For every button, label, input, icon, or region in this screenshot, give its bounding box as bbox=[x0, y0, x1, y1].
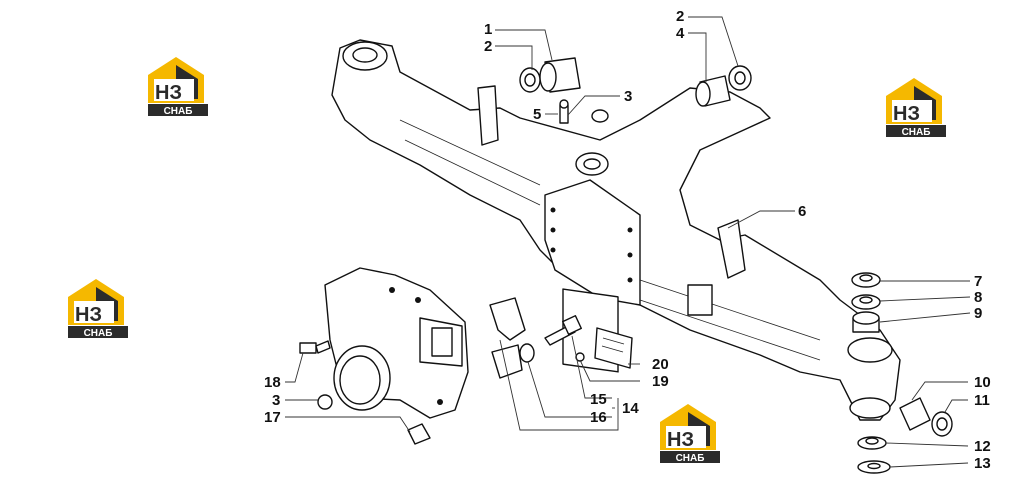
watermark-logo-text: НЗ bbox=[667, 429, 694, 451]
callout-3: 3 bbox=[624, 88, 632, 105]
callout-15: 15 bbox=[590, 391, 607, 408]
grease-fitting bbox=[559, 99, 569, 124]
bolt bbox=[544, 314, 583, 346]
callout-18: 18 bbox=[264, 374, 281, 391]
callout-2: 2 bbox=[484, 38, 492, 55]
watermark-logo: НЗ СНАБ bbox=[148, 57, 208, 117]
bracket-clamp bbox=[489, 297, 535, 379]
bushing bbox=[695, 65, 752, 107]
callout-19: 19 bbox=[652, 373, 669, 390]
watermark-logo: НЗ СНАБ bbox=[660, 404, 720, 464]
callout-8: 8 bbox=[974, 289, 982, 306]
watermark-logo: НЗ СНАБ bbox=[68, 279, 128, 339]
watermark-logo-text: НЗ bbox=[155, 82, 182, 104]
set-screw bbox=[591, 109, 609, 123]
watermark-caption: СНАБ bbox=[164, 106, 193, 117]
callout-5: 5 bbox=[533, 106, 541, 123]
axle-beam bbox=[331, 39, 901, 421]
callout-16: 16 bbox=[590, 409, 607, 426]
callout-12: 12 bbox=[974, 438, 991, 455]
callout-20: 20 bbox=[652, 356, 669, 373]
watermark-logo-text: НЗ bbox=[75, 304, 102, 326]
callout-6: 6 bbox=[798, 203, 806, 220]
bolt-small bbox=[299, 340, 331, 354]
watermark-caption: СНАБ bbox=[676, 453, 705, 464]
leader-lines bbox=[285, 16, 971, 468]
set-screw bbox=[317, 394, 333, 410]
pin bbox=[407, 423, 431, 445]
callout-11: 11 bbox=[974, 392, 990, 409]
callout-9: 9 bbox=[974, 305, 982, 322]
bushing bbox=[519, 57, 581, 93]
callout-2: 2 bbox=[676, 8, 684, 25]
callout-14: 14 bbox=[622, 400, 639, 417]
callout-7: 7 bbox=[974, 273, 982, 290]
callout-1: 1 bbox=[484, 21, 492, 38]
callout-13: 13 bbox=[974, 455, 991, 472]
watermark-logo: НЗ СНАБ bbox=[886, 78, 946, 138]
callout-4: 4 bbox=[676, 25, 685, 42]
watermark-caption: СНАБ bbox=[84, 328, 113, 339]
bracket-housing bbox=[324, 267, 469, 419]
plate bbox=[575, 327, 633, 369]
watermark-logo-text: НЗ bbox=[893, 103, 920, 125]
callout-3: 3 bbox=[272, 392, 280, 409]
callout-labels: 1 2 3 5 2 4 6 7 8 9 10 11 12 13 18 3 17 … bbox=[264, 8, 991, 472]
callout-17: 17 bbox=[264, 409, 281, 426]
callout-10: 10 bbox=[974, 374, 991, 391]
watermark-caption: СНАБ bbox=[902, 127, 931, 138]
